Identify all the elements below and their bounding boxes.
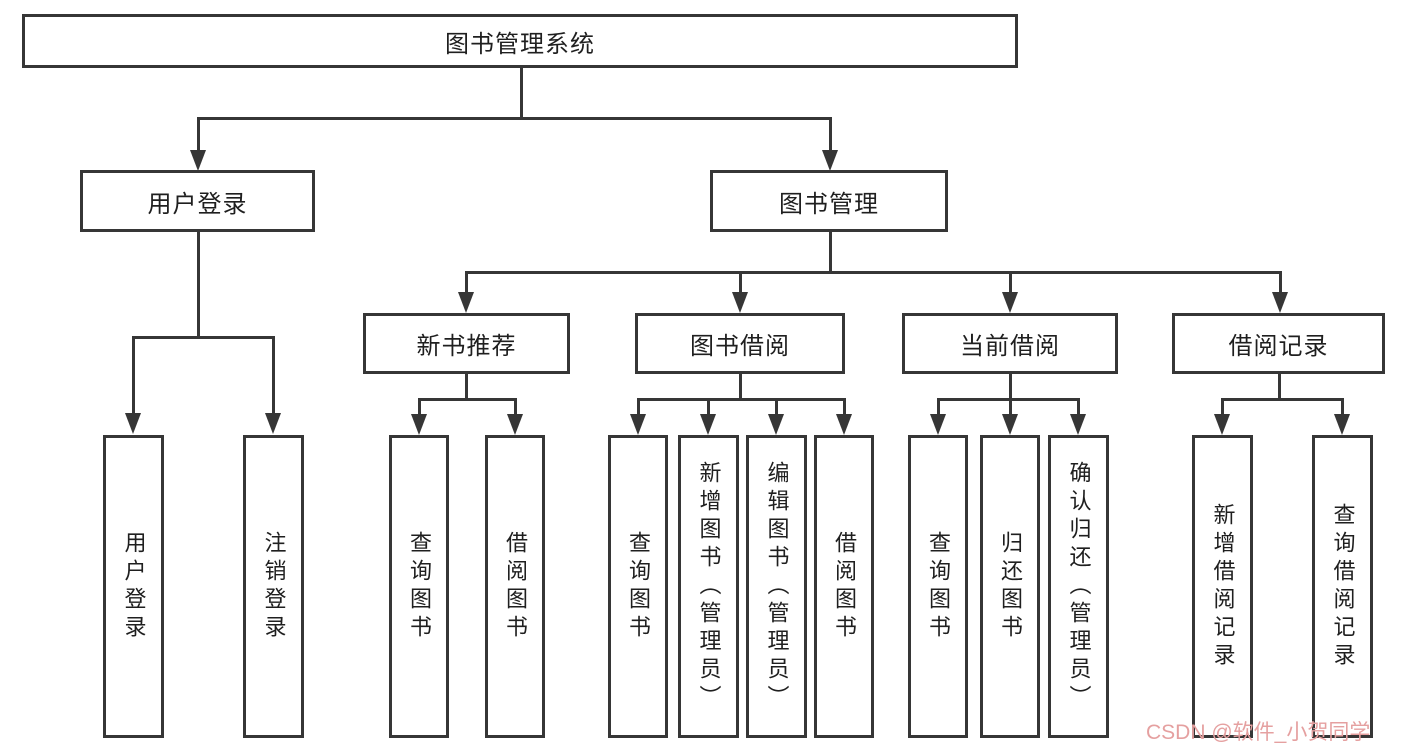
connector-drop-new-book-query — [418, 398, 421, 416]
leaf-current-return: 归还图书 — [980, 435, 1040, 738]
connector-drop-record — [1279, 271, 1282, 295]
connector-rail-user-login — [132, 336, 275, 339]
leaf-borrow-add: 新增图书（管理员） — [678, 435, 739, 738]
connector-current-stem — [1009, 372, 1012, 401]
watermark: CSDN @软件_小贺同学 — [1146, 721, 1371, 744]
node-new-book-recommend: 新书推荐 — [363, 313, 570, 374]
arrow-down-icon — [1070, 414, 1086, 435]
leaf-new-book-query-label: 查询图书 — [407, 530, 432, 643]
arrow-down-icon — [700, 414, 716, 435]
connector-drop-logout — [272, 336, 275, 415]
node-borrow-record: 借阅记录 — [1172, 313, 1385, 374]
leaf-new-book-borrow-label: 借阅图书 — [503, 530, 528, 643]
node-book-borrow-label: 图书借阅 — [690, 333, 790, 360]
leaf-borrow-borrow: 借阅图书 — [814, 435, 874, 738]
connector-rail-new-book — [418, 398, 517, 401]
connector-drop-borrow-borrow — [843, 398, 846, 416]
leaf-borrow-borrow-label: 借阅图书 — [832, 530, 857, 643]
node-root-label: 图书管理系统 — [445, 30, 595, 58]
arrow-down-icon — [930, 414, 946, 435]
arrow-down-icon — [836, 414, 852, 435]
arrow-down-icon — [1214, 414, 1230, 435]
arrow-down-icon — [732, 292, 748, 313]
node-root: 图书管理系统 — [22, 14, 1018, 68]
node-book-management: 图书管理 — [710, 170, 948, 232]
node-new-book-recommend-label: 新书推荐 — [416, 333, 517, 360]
node-user-login-label: 用户登录 — [147, 190, 248, 218]
arrow-down-icon — [630, 414, 646, 435]
node-current-borrow: 当前借阅 — [902, 313, 1118, 374]
leaf-current-return-label: 归还图书 — [998, 530, 1023, 643]
connector-drop-current — [1009, 271, 1012, 295]
node-book-borrow: 图书借阅 — [635, 313, 845, 374]
connector-drop-new-book — [465, 271, 468, 295]
connector-record-stem — [1278, 372, 1281, 401]
connector-drop-borrow-edit — [775, 398, 778, 416]
leaf-borrow-query-label: 查询图书 — [626, 530, 651, 643]
leaf-current-confirm: 确认归还（管理员） — [1048, 435, 1109, 738]
arrow-down-icon — [1002, 414, 1018, 435]
connector-drop-book-management — [829, 117, 832, 153]
connector-user-login-stem — [197, 230, 200, 339]
leaf-borrow-query: 查询图书 — [608, 435, 668, 738]
leaf-user-login-label: 用户登录 — [121, 530, 147, 643]
node-current-borrow-label: 当前借阅 — [960, 333, 1060, 360]
leaf-new-book-query: 查询图书 — [389, 435, 449, 738]
arrow-down-icon — [1002, 292, 1018, 313]
leaf-borrow-edit: 编辑图书（管理员） — [746, 435, 807, 738]
leaf-record-add: 新增借阅记录 — [1192, 435, 1253, 738]
connector-drop-borrow-query — [637, 398, 640, 416]
leaf-current-query-label: 查询图书 — [926, 530, 951, 643]
node-user-login: 用户登录 — [80, 170, 315, 232]
node-borrow-record-label: 借阅记录 — [1228, 333, 1329, 360]
node-book-management-label: 图书管理 — [779, 190, 879, 218]
connector-drop-borrow — [739, 271, 742, 295]
arrow-down-icon — [125, 413, 141, 434]
leaf-record-query: 查询借阅记录 — [1312, 435, 1373, 738]
connector-drop-borrow-add — [707, 398, 710, 416]
connector-drop-login — [132, 336, 135, 415]
connector-drop-current-confirm — [1077, 398, 1080, 416]
leaf-borrow-add-label: 新增图书（管理员） — [696, 460, 722, 713]
leaf-new-book-borrow: 借阅图书 — [485, 435, 545, 738]
leaf-record-add-label: 新增借阅记录 — [1210, 502, 1236, 671]
connector-new-book-stem — [465, 372, 468, 401]
arrow-down-icon — [822, 150, 838, 171]
arrow-down-icon — [458, 292, 474, 313]
arrow-down-icon — [1272, 292, 1288, 313]
connector-root-stem — [520, 66, 523, 120]
arrow-down-icon — [411, 414, 427, 435]
connector-rail-borrow — [637, 398, 846, 401]
connector-rail-level2 — [197, 117, 832, 120]
leaf-logout-label: 注销登录 — [261, 530, 287, 643]
leaf-record-query-label: 查询借阅记录 — [1330, 502, 1356, 671]
arrow-down-icon — [190, 150, 206, 171]
arrow-down-icon — [507, 414, 523, 435]
connector-drop-current-return — [1009, 398, 1012, 416]
leaf-borrow-edit-label: 编辑图书（管理员） — [764, 460, 790, 713]
connector-drop-current-query — [937, 398, 940, 416]
leaf-current-confirm-label: 确认归还（管理员） — [1066, 460, 1092, 713]
arrow-down-icon — [768, 414, 784, 435]
arrow-down-icon — [1334, 414, 1350, 435]
connector-rail-current — [937, 398, 1080, 401]
connector-drop-user-login — [197, 117, 200, 153]
connector-rail-record — [1221, 398, 1344, 401]
connector-rail-level3 — [465, 271, 1282, 274]
connector-drop-record-add — [1221, 398, 1224, 416]
leaf-user-login: 用户登录 — [103, 435, 164, 738]
leaf-logout: 注销登录 — [243, 435, 304, 738]
connector-drop-new-book-borrow — [514, 398, 517, 416]
arrow-down-icon — [265, 413, 281, 434]
connector-drop-record-query — [1341, 398, 1344, 416]
connector-borrow-stem — [739, 372, 742, 401]
connector-book-management-stem — [829, 230, 832, 274]
leaf-current-query: 查询图书 — [908, 435, 968, 738]
